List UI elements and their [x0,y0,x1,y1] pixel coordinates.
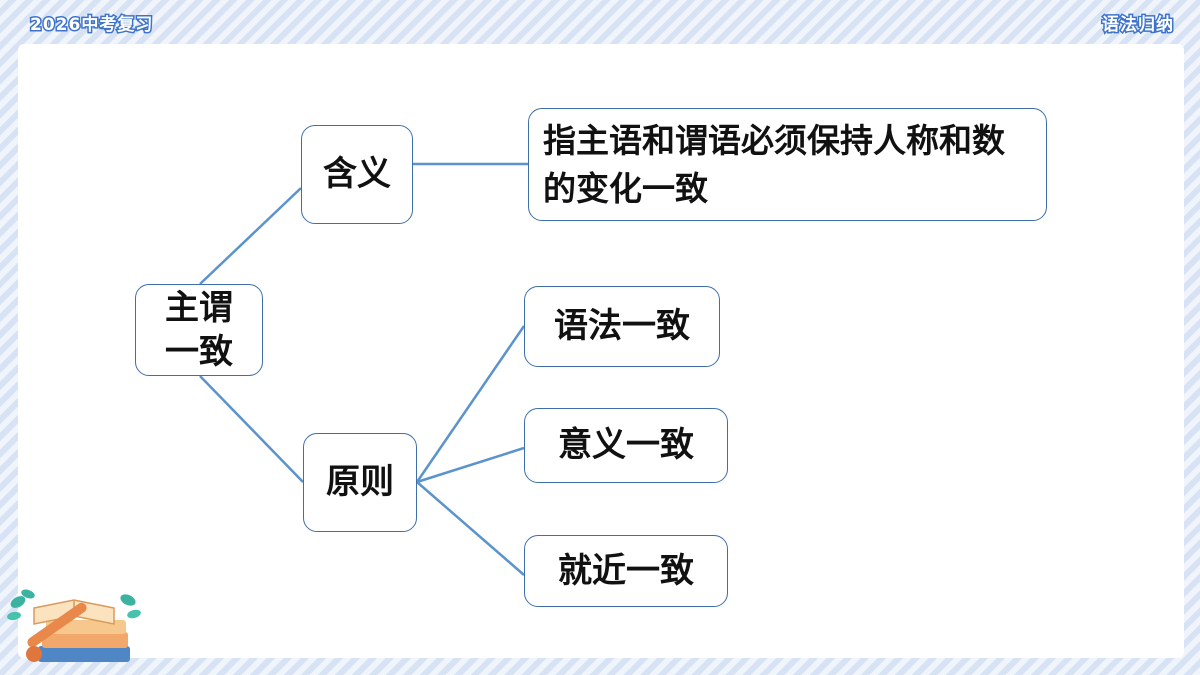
principle-node: 原则 [303,433,417,532]
link-principle-grammar [415,325,526,483]
definition-node: 指主语和谓语必须保持人称和数的变化一致 [528,108,1047,221]
link-root-principle [199,375,304,483]
principle-grammar-node: 语法一致 [524,286,720,367]
link-principle-notional [416,446,525,484]
books-leaves-icon [7,589,141,662]
link-principle-proximity [416,481,525,576]
meaning-node: 含义 [301,125,413,224]
principle-notional-node: 意义一致 [524,408,728,483]
section-tag: 语法归纳 [1101,14,1175,37]
link-root-meaning [199,187,302,285]
root-node: 主谓一致 [135,284,263,376]
principle-proximity-node: 就近一致 [524,535,728,607]
course-tag: 2026中考复习 [28,14,154,37]
